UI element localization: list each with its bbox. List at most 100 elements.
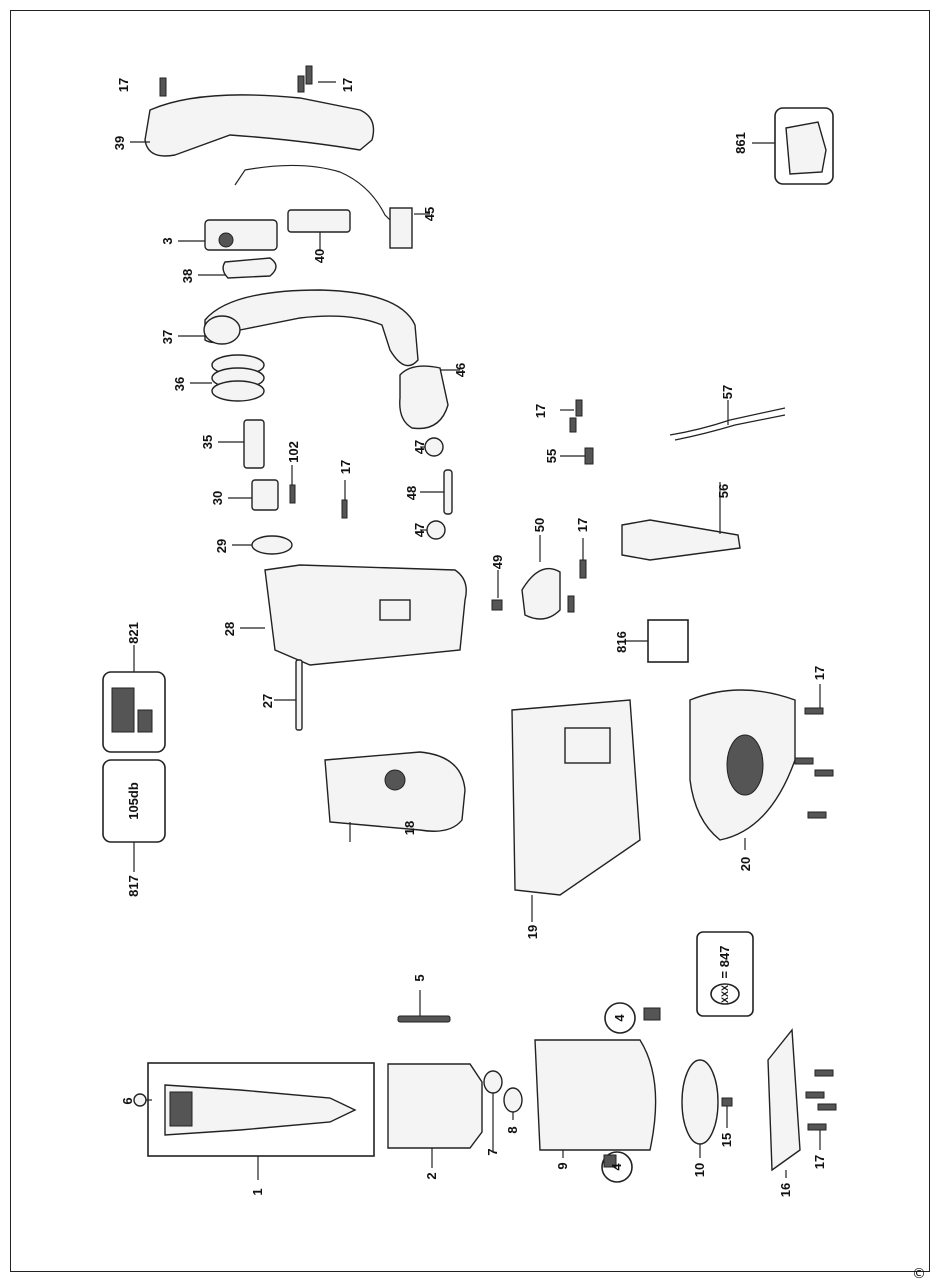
label-39: 39 bbox=[112, 136, 127, 150]
label-17-near-16: 17 bbox=[812, 1155, 827, 1169]
label-4-bottom: 4 bbox=[609, 1163, 624, 1171]
noise-label-text: 105db bbox=[126, 782, 141, 820]
part-102-screw bbox=[289, 484, 296, 504]
label-861: 861 bbox=[733, 132, 748, 154]
label-9: 9 bbox=[555, 1162, 570, 1169]
part-39-handle-cover bbox=[144, 94, 375, 157]
part-29-ring bbox=[251, 535, 293, 555]
part-57-power-cord bbox=[669, 407, 786, 436]
part-36-spring bbox=[211, 354, 265, 402]
label-817: 817 bbox=[126, 875, 141, 897]
part-4-brush-top bbox=[643, 1007, 661, 1021]
label-57: 57 bbox=[720, 385, 735, 399]
part-816-label-plate bbox=[647, 619, 689, 663]
label-1: 1 bbox=[250, 1188, 265, 1195]
label-102: 102 bbox=[286, 441, 301, 463]
part-4-callout-top bbox=[604, 1002, 636, 1034]
label-2: 2 bbox=[424, 1172, 439, 1179]
part-55-cord-clamp bbox=[584, 447, 594, 465]
part-28-gear-housing bbox=[264, 564, 467, 666]
diagram-frame bbox=[10, 10, 930, 1272]
label-45: 45 bbox=[422, 207, 437, 221]
part-7-bearing bbox=[483, 1070, 503, 1094]
part-6-clip bbox=[133, 1093, 147, 1107]
part-17-screw-shoe-c bbox=[814, 769, 834, 777]
label-10: 10 bbox=[692, 1163, 707, 1177]
label-17-top-left: 17 bbox=[116, 78, 131, 92]
label-50: 50 bbox=[532, 518, 547, 532]
part-17-screw-shoe-d bbox=[807, 811, 827, 819]
part-18-gear-assembly bbox=[324, 751, 466, 832]
part-17-screw-shoe-b bbox=[794, 757, 814, 765]
label-17-top-right: 17 bbox=[340, 78, 355, 92]
part-17-screw-shoe-a bbox=[804, 707, 824, 715]
label-6: 6 bbox=[120, 1097, 135, 1104]
part-27-pin bbox=[295, 659, 303, 731]
part-16-end-cover bbox=[767, 1028, 801, 1172]
part-17-screw-end-d bbox=[807, 1123, 827, 1131]
label-17-near-50: 17 bbox=[575, 518, 590, 532]
part-49-nut bbox=[491, 599, 503, 611]
label-48: 48 bbox=[404, 486, 419, 500]
label-29: 29 bbox=[214, 539, 229, 553]
label-28: 28 bbox=[222, 622, 237, 636]
part-1-armature bbox=[164, 1084, 357, 1136]
part-46-cover-plate bbox=[399, 365, 449, 430]
label-46: 46 bbox=[453, 363, 468, 377]
label-821: 821 bbox=[126, 622, 141, 644]
part-56-cord-protector bbox=[621, 519, 741, 561]
part-17-screw-end-c bbox=[817, 1103, 837, 1111]
label-55: 55 bbox=[544, 449, 559, 463]
part-5-long-screw bbox=[397, 1015, 451, 1023]
part-17-screw-50a bbox=[579, 559, 587, 579]
part-17-screw-end-a bbox=[814, 1069, 834, 1077]
part-8-bearing bbox=[503, 1087, 523, 1113]
part-15-screw bbox=[721, 1097, 733, 1107]
part-17-screw-middle bbox=[341, 499, 348, 519]
label-20: 20 bbox=[738, 857, 753, 871]
label-36: 36 bbox=[172, 377, 187, 391]
part-labels: 17 17 39 3 40 45 38 37 36 46 35 102 30 2… bbox=[112, 78, 827, 1197]
label-16: 16 bbox=[778, 1183, 793, 1197]
label-30: 30 bbox=[210, 491, 225, 505]
label-49: 49 bbox=[490, 555, 505, 569]
label-18: 18 bbox=[402, 821, 417, 835]
part-10-fan bbox=[681, 1059, 719, 1145]
label-27: 27 bbox=[260, 694, 275, 708]
part-4-brush-bottom bbox=[603, 1154, 617, 1168]
label-35: 35 bbox=[200, 435, 215, 449]
part-9-motor-case bbox=[534, 1039, 657, 1151]
label-15: 15 bbox=[719, 1133, 734, 1147]
label-8: 8 bbox=[505, 1126, 520, 1133]
copyright-symbol: © bbox=[912, 1266, 926, 1282]
part-35-brush-holder bbox=[243, 419, 265, 469]
label-7: 7 bbox=[485, 1148, 500, 1155]
part-2-field-coil bbox=[387, 1063, 483, 1149]
part-47-bushing-lower bbox=[426, 520, 446, 540]
label-17-middle: 17 bbox=[338, 460, 353, 474]
label-4-top: 4 bbox=[612, 1014, 627, 1022]
label-816: 816 bbox=[614, 631, 629, 653]
part-17-screw-55b bbox=[569, 417, 577, 433]
part-17-screw-end-b bbox=[805, 1091, 825, 1099]
label-19: 19 bbox=[525, 925, 540, 939]
label-38: 38 bbox=[180, 269, 195, 283]
label-47-lower: 47 bbox=[412, 523, 427, 537]
part-3-switch-housing bbox=[204, 219, 278, 251]
part-17-screw-top-left bbox=[159, 77, 167, 97]
part-17-screw-top-right bbox=[297, 65, 313, 93]
part-17-screw-50b bbox=[567, 595, 575, 613]
legend-847-value: = 847 bbox=[717, 946, 732, 979]
part-45-switch-block bbox=[389, 207, 413, 249]
part-17-screw-55 bbox=[575, 399, 583, 417]
part-38-trigger-pad bbox=[222, 257, 277, 279]
part-48-rod bbox=[443, 469, 453, 515]
legend-xxx-text: XXX bbox=[720, 985, 730, 1003]
part-30-bushing bbox=[251, 479, 279, 511]
label-17-near-55: 17 bbox=[533, 404, 548, 418]
label-37: 37 bbox=[160, 330, 175, 344]
label-56: 56 bbox=[716, 484, 731, 498]
label-3: 3 bbox=[160, 237, 175, 244]
part-50-cover bbox=[521, 567, 561, 620]
